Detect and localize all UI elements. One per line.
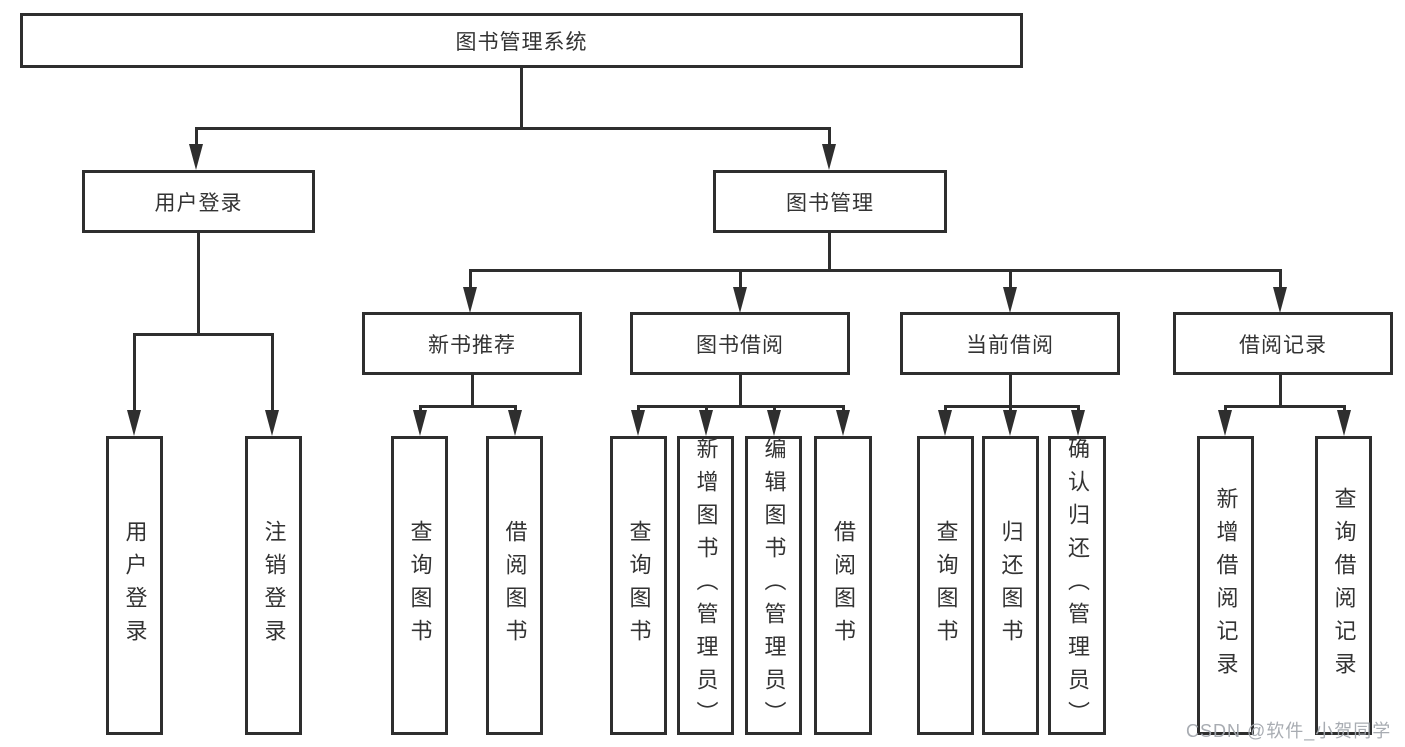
node-current-borrow: 当前借阅 <box>900 312 1120 375</box>
node-book-mgmt: 图书管理 <box>713 170 947 233</box>
leaf-records-add-label: 新增借阅记录 <box>1213 486 1239 685</box>
arrow-down-icon <box>1273 287 1287 313</box>
arrow-down-icon <box>413 410 427 436</box>
leaf-borrow-edit-label: 编辑图书（管理员） <box>761 437 787 734</box>
arrow-down-icon <box>1337 410 1351 436</box>
node-user-login-label: 用户登录 <box>154 191 243 215</box>
leaf-current-query-label: 查询图书 <box>933 519 959 652</box>
connector-line <box>469 269 1281 272</box>
arrow-down-icon <box>631 410 645 436</box>
node-root-label: 图书管理系统 <box>455 30 588 54</box>
leaf-records-add: 新增借阅记录 <box>1197 436 1254 735</box>
arrow-down-icon <box>1003 410 1017 436</box>
connector-line <box>1224 405 1345 408</box>
leaf-current-return: 归还图书 <box>982 436 1039 735</box>
leaf-current-confirm: 确认归还（管理员） <box>1048 436 1106 735</box>
connector-line <box>1009 373 1012 408</box>
csdn-watermark: CSDN @软件_小贺同学 <box>1186 721 1392 741</box>
connector-line <box>195 127 198 150</box>
leaf-logout: 注销登录 <box>245 436 302 735</box>
leaf-borrow-borrow: 借阅图书 <box>814 436 872 735</box>
connector-line <box>1009 269 1012 293</box>
node-user-login: 用户登录 <box>82 170 315 233</box>
node-book-borrow: 图书借阅 <box>630 312 850 375</box>
leaf-newbooks-query: 查询图书 <box>391 436 448 735</box>
leaf-current-confirm-label: 确认归还（管理员） <box>1065 437 1090 734</box>
node-new-books: 新书推荐 <box>362 312 582 375</box>
arrow-down-icon <box>508 410 522 436</box>
leaf-borrow-edit: 编辑图书（管理员） <box>745 436 802 735</box>
leaf-newbooks-query-label: 查询图书 <box>407 519 433 652</box>
arrow-down-icon <box>767 410 781 436</box>
arrow-down-icon <box>1218 410 1232 436</box>
leaf-current-return-label: 归还图书 <box>998 519 1024 652</box>
node-borrow-records: 借阅记录 <box>1173 312 1393 375</box>
arrow-down-icon <box>265 410 279 436</box>
arrow-down-icon <box>699 410 713 436</box>
connector-line <box>828 232 831 272</box>
arrow-down-icon <box>938 410 952 436</box>
leaf-user-login-label: 用户登录 <box>122 519 148 652</box>
node-borrow-records-label: 借阅记录 <box>1239 333 1327 357</box>
connector-line <box>637 405 844 408</box>
connector-line <box>520 67 523 129</box>
connector-line <box>271 333 274 414</box>
arrow-down-icon <box>733 287 747 313</box>
connector-line <box>1279 373 1282 408</box>
arrow-down-icon <box>127 410 141 436</box>
leaf-borrow-borrow-label: 借阅图书 <box>831 519 856 652</box>
connector-line <box>1279 269 1282 293</box>
node-new-books-label: 新书推荐 <box>428 333 516 357</box>
arrow-down-icon <box>1003 287 1017 313</box>
leaf-borrow-query-label: 查询图书 <box>626 519 652 652</box>
connector-line <box>197 232 200 336</box>
leaf-records-query-label: 查询借阅记录 <box>1331 486 1357 685</box>
connector-line <box>739 269 742 293</box>
node-root: 图书管理系统 <box>20 13 1023 68</box>
connector-line <box>419 405 516 408</box>
leaf-newbooks-borrow-label: 借阅图书 <box>502 519 528 652</box>
leaf-borrow-add: 新增图书（管理员） <box>677 436 734 735</box>
arrow-down-icon <box>822 144 836 170</box>
connector-line <box>133 333 136 414</box>
node-book-borrow-label: 图书借阅 <box>696 333 784 357</box>
leaf-newbooks-borrow: 借阅图书 <box>486 436 543 735</box>
arrow-down-icon <box>463 287 477 313</box>
leaf-records-query: 查询借阅记录 <box>1315 436 1372 735</box>
leaf-borrow-add-label: 新增图书（管理员） <box>693 437 719 734</box>
connector-line <box>195 127 831 130</box>
connector-line <box>739 373 742 408</box>
connector-line <box>133 333 274 336</box>
leaf-user-login: 用户登录 <box>106 436 163 735</box>
arrow-down-icon <box>189 144 203 170</box>
node-current-borrow-label: 当前借阅 <box>966 333 1054 357</box>
connector-line <box>828 127 831 150</box>
connector-line <box>469 269 472 293</box>
leaf-logout-label: 注销登录 <box>261 519 287 652</box>
leaf-current-query: 查询图书 <box>917 436 974 735</box>
arrow-down-icon <box>836 410 850 436</box>
connector-line <box>471 373 474 408</box>
leaf-borrow-query: 查询图书 <box>610 436 667 735</box>
node-book-mgmt-label: 图书管理 <box>786 191 874 215</box>
arrow-down-icon <box>1071 410 1085 436</box>
